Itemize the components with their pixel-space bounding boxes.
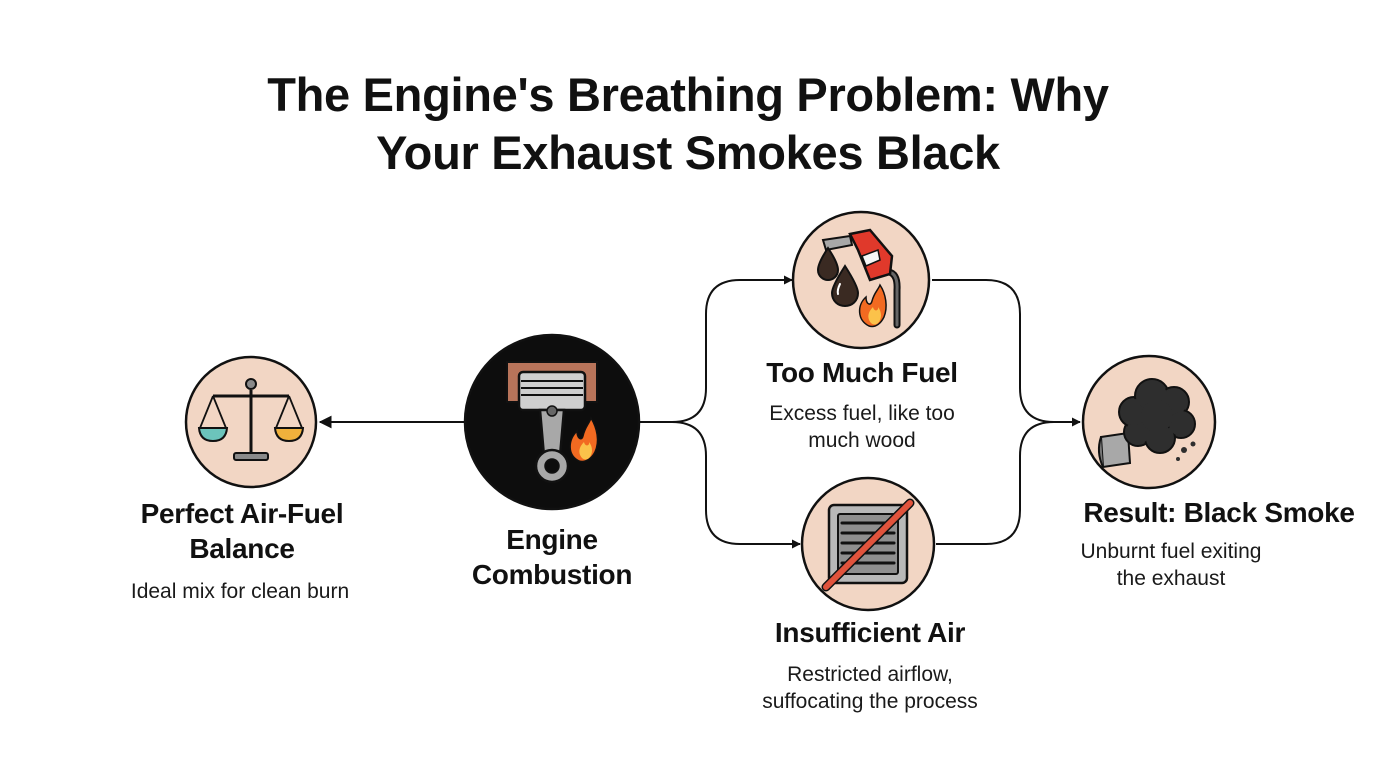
engine-node [463, 333, 641, 511]
result-label: Result: Black Smoke [1083, 497, 1355, 528]
fuel-description-line-2: much wood [808, 429, 916, 452]
fuel-drops-icon [816, 246, 860, 308]
air-description-line-2: suffocating the process [762, 690, 978, 713]
result-description-line-1: Unburnt fuel exiting [1080, 540, 1262, 563]
result-node [1081, 354, 1217, 490]
engine-label-line-1: Engine [506, 524, 598, 555]
connector-air-to-result [936, 421, 1055, 545]
arrow-engine-to-air [671, 421, 801, 549]
air-label: Insufficient Air [774, 617, 966, 648]
result-description: Unburnt fuel exiting the exhaust [1046, 538, 1296, 592]
air-node [800, 476, 936, 612]
flame-icon [858, 283, 887, 328]
result-description-line-2: the exhaust [1116, 567, 1226, 590]
title-line-2: Your Exhaust Smokes Black [376, 126, 1000, 179]
connectors [318, 275, 1081, 549]
fuel-description: Excess fuel, like too much wood [742, 400, 982, 454]
connector-fuel-to-result [932, 279, 1055, 423]
arrow-engine-to-fuel [638, 275, 793, 423]
air-description: Restricted airflow, suffocating the proc… [725, 661, 1015, 715]
balance-label-line-1: Perfect Air-Fuel [140, 498, 344, 529]
engine-label-line-2: Combustion [471, 559, 633, 590]
page-title: The Engine's Breathing Problem: Why Your… [188, 66, 1188, 182]
scales-icon [197, 378, 305, 461]
balance-label-line-2: Balance [189, 533, 295, 564]
fuel-label: Too Much Fuel [766, 357, 958, 388]
title-line-1: The Engine's Breathing Problem: Why [267, 68, 1109, 121]
fuel-description-line-1: Excess fuel, like too [769, 402, 955, 425]
engine-label: Engine Combustion [432, 522, 672, 592]
air-description-line-1: Restricted airflow, [787, 663, 953, 686]
balance-label: Perfect Air-Fuel Balance [104, 496, 380, 566]
blocked-vent-icon [821, 498, 915, 592]
flame-icon [569, 416, 599, 463]
fuel-node [791, 210, 931, 350]
exhaust-smoke-icon [1097, 378, 1196, 469]
balance-node [184, 355, 318, 489]
fuel-nozzle-icon [821, 228, 901, 329]
piston-icon [506, 361, 598, 484]
balance-description: Ideal mix for clean burn [130, 580, 350, 603]
